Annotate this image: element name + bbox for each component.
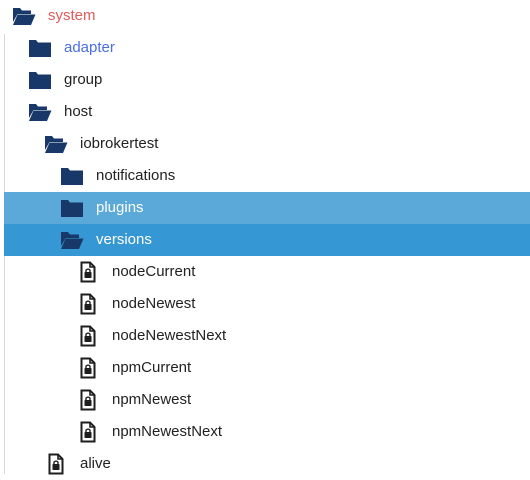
folder-icon (60, 197, 84, 219)
state-file-icon (47, 453, 71, 475)
folder-open-icon (60, 229, 84, 251)
tree-item-label: nodeCurrent (112, 263, 196, 280)
tree-item-label: npmNewestNext (112, 423, 223, 440)
folder-open-icon (28, 101, 52, 123)
tree-item-iobrokertest[interactable]: iobrokertest (4, 128, 530, 160)
tree-item-label: adapter (64, 39, 115, 56)
state-file-icon (79, 293, 103, 315)
tree-item-alive[interactable]: alive (4, 448, 530, 480)
tree-item-nodenewest[interactable]: nodeNewest (4, 288, 530, 320)
tree-item-nodenewestnext[interactable]: nodeNewestNext (4, 320, 530, 352)
tree-item-npmcurrent[interactable]: npmCurrent (4, 352, 530, 384)
tree-item-group[interactable]: group (4, 64, 530, 96)
tree-item-label: notifications (96, 167, 176, 184)
tree-item-label: npmCurrent (112, 359, 192, 376)
tree-item-label: nodeNewestNext (112, 327, 227, 344)
tree-item-label: plugins (96, 199, 144, 216)
tree-item-system[interactable]: system (4, 0, 530, 32)
tree-item-npmnewestnext[interactable]: npmNewestNext (4, 416, 530, 448)
folder-icon (60, 165, 84, 187)
tree-item-host[interactable]: host (4, 96, 530, 128)
tree-item-label: host (64, 103, 93, 120)
tree-item-label: group (64, 71, 103, 88)
state-file-icon (79, 389, 103, 411)
tree-item-label: npmNewest (112, 391, 192, 408)
state-file-icon (79, 261, 103, 283)
tree-item-notifications[interactable]: notifications (4, 160, 530, 192)
tree-item-plugins[interactable]: plugins (4, 192, 530, 224)
tree-item-npmnewest[interactable]: npmNewest (4, 384, 530, 416)
tree-item-adapter[interactable]: adapter (4, 32, 530, 64)
state-file-icon (79, 357, 103, 379)
tree-item-nodecurrent[interactable]: nodeCurrent (4, 256, 530, 288)
tree-item-label: system (48, 7, 96, 24)
state-file-icon (79, 325, 103, 347)
folder-icon (28, 69, 52, 91)
tree-item-label: alive (80, 455, 111, 472)
state-file-icon (79, 421, 103, 443)
tree-item-label: versions (96, 231, 152, 248)
tree-item-label: nodeNewest (112, 295, 196, 312)
folder-open-icon (12, 5, 36, 27)
tree-item-versions[interactable]: versions (4, 224, 530, 256)
tree-item-label: iobrokertest (80, 135, 159, 152)
folder-open-icon (44, 133, 68, 155)
folder-icon (28, 37, 52, 59)
